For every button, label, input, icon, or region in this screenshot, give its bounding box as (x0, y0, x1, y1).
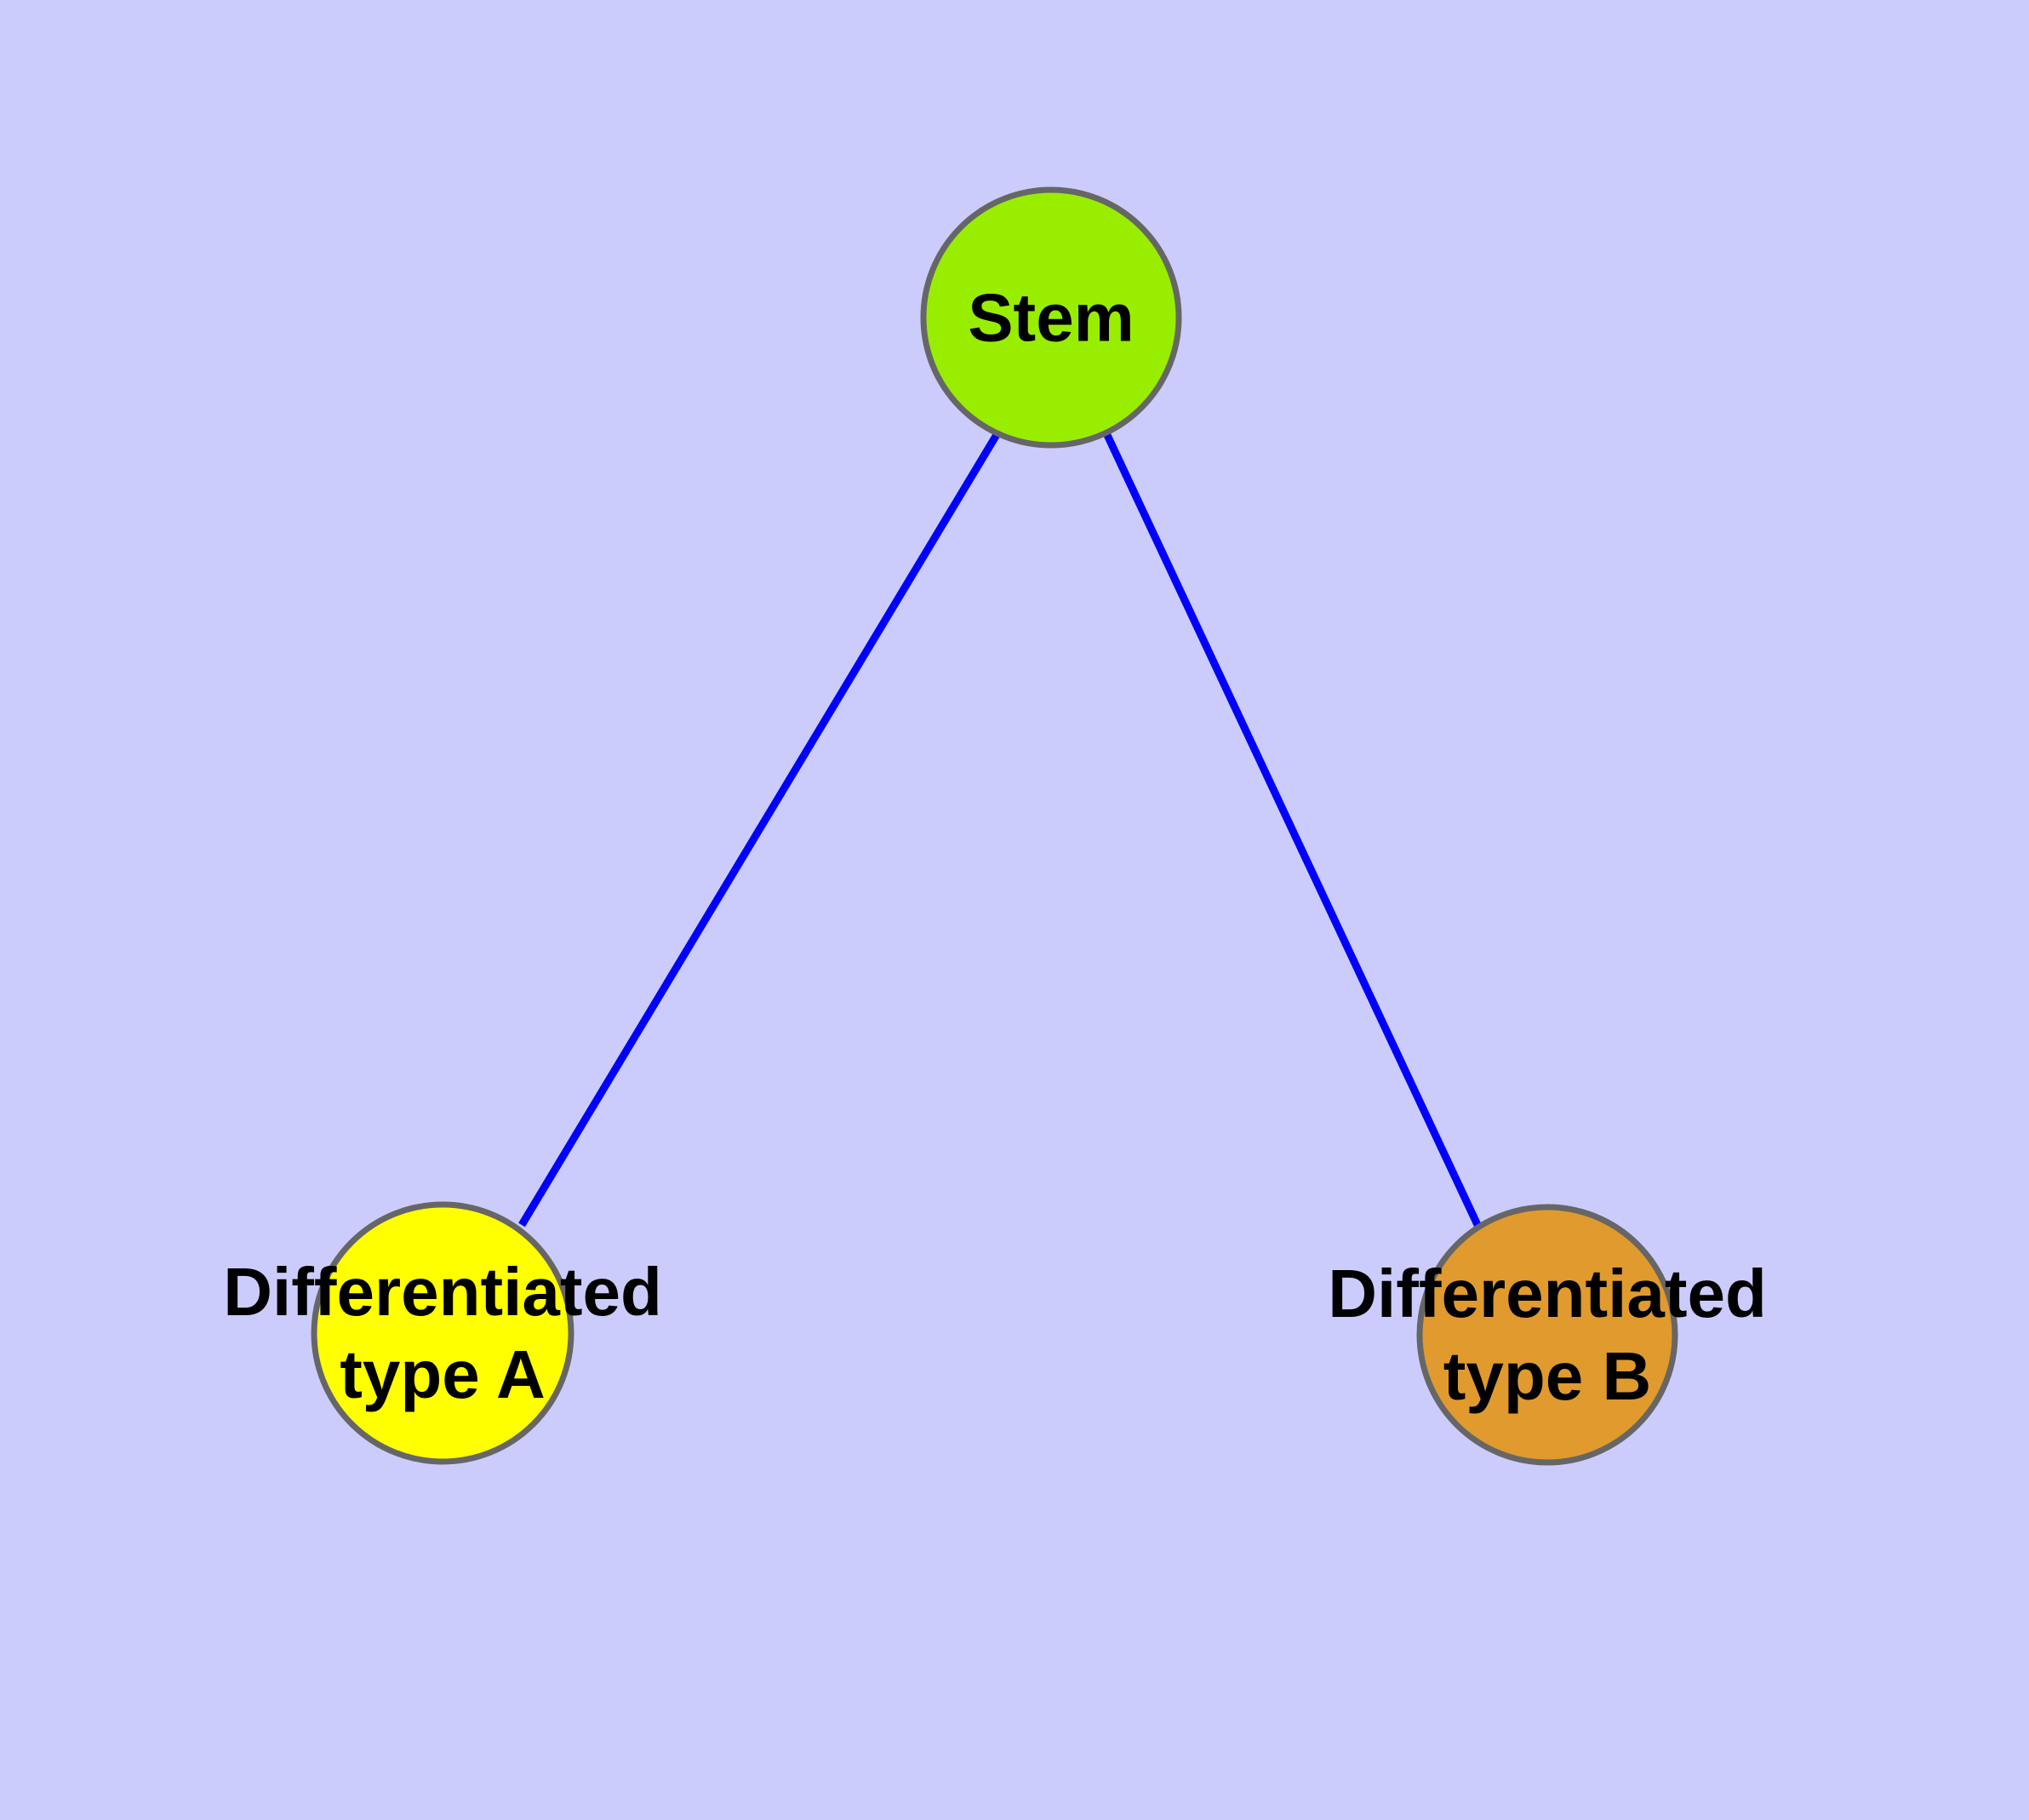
edge-layer (518, 431, 1483, 1228)
edge-stem-to-differentiated-type-b[interactable] (1102, 432, 1483, 1228)
node-layer (311, 186, 1678, 1466)
node-stem[interactable] (920, 186, 1182, 449)
node-differentiated-type-b[interactable] (1416, 1204, 1678, 1466)
node-differentiated-type-a[interactable] (311, 1201, 574, 1465)
edge-stem-to-differentiated-type-a[interactable] (518, 431, 1001, 1228)
